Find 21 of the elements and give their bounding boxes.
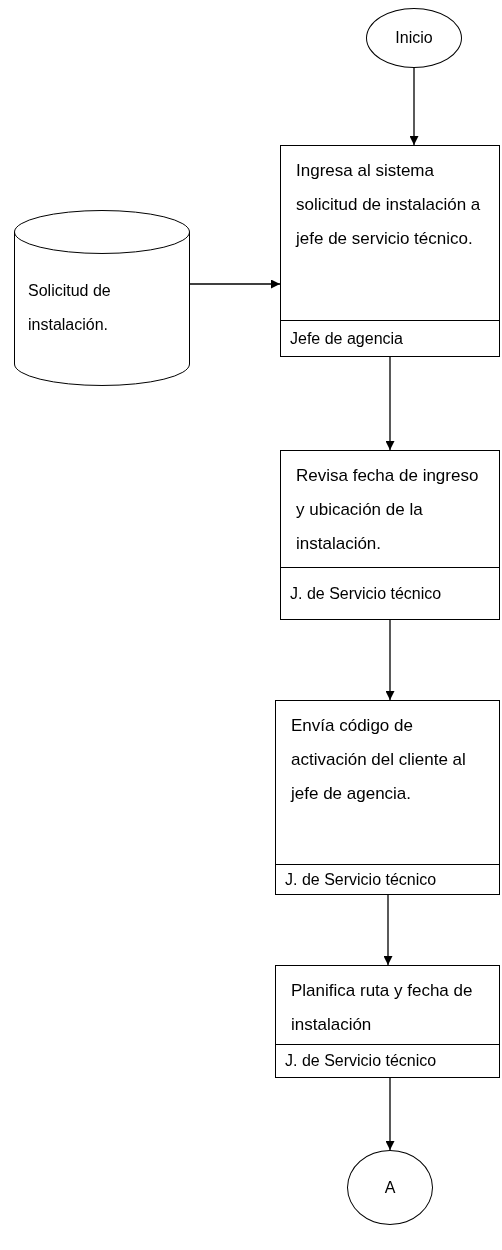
role-label: Jefe de agencia xyxy=(290,328,403,349)
process-text: Envía código de activación del cliente al jefe de agencia. xyxy=(291,715,467,805)
arrow xyxy=(385,356,395,451)
process-box xyxy=(280,145,500,357)
role-label: J. de Servicio técnico xyxy=(290,583,442,604)
process-box xyxy=(275,965,500,1078)
role-label: J. de Servicio técnico xyxy=(285,869,437,890)
process-text: Revisa fecha de ingreso y ubicación de la instalación. xyxy=(296,465,480,555)
arrow xyxy=(385,619,395,701)
process-box xyxy=(280,450,500,620)
node-label: Inicio xyxy=(395,28,433,48)
arrow xyxy=(385,1077,395,1151)
node-label: Solicitud de instalación. xyxy=(28,281,112,335)
arrow xyxy=(189,279,281,289)
role-label: J. de Servicio técnico xyxy=(285,1051,437,1071)
process-text: Planifica ruta y fecha de instalación xyxy=(291,980,474,1036)
process-text: Ingresa al sistema solicitud de instalación a jefe de servicio técnico. xyxy=(296,160,482,250)
arrow xyxy=(383,894,393,966)
process-box xyxy=(275,700,500,895)
node-label: A xyxy=(384,1177,396,1198)
arrow xyxy=(409,67,419,146)
